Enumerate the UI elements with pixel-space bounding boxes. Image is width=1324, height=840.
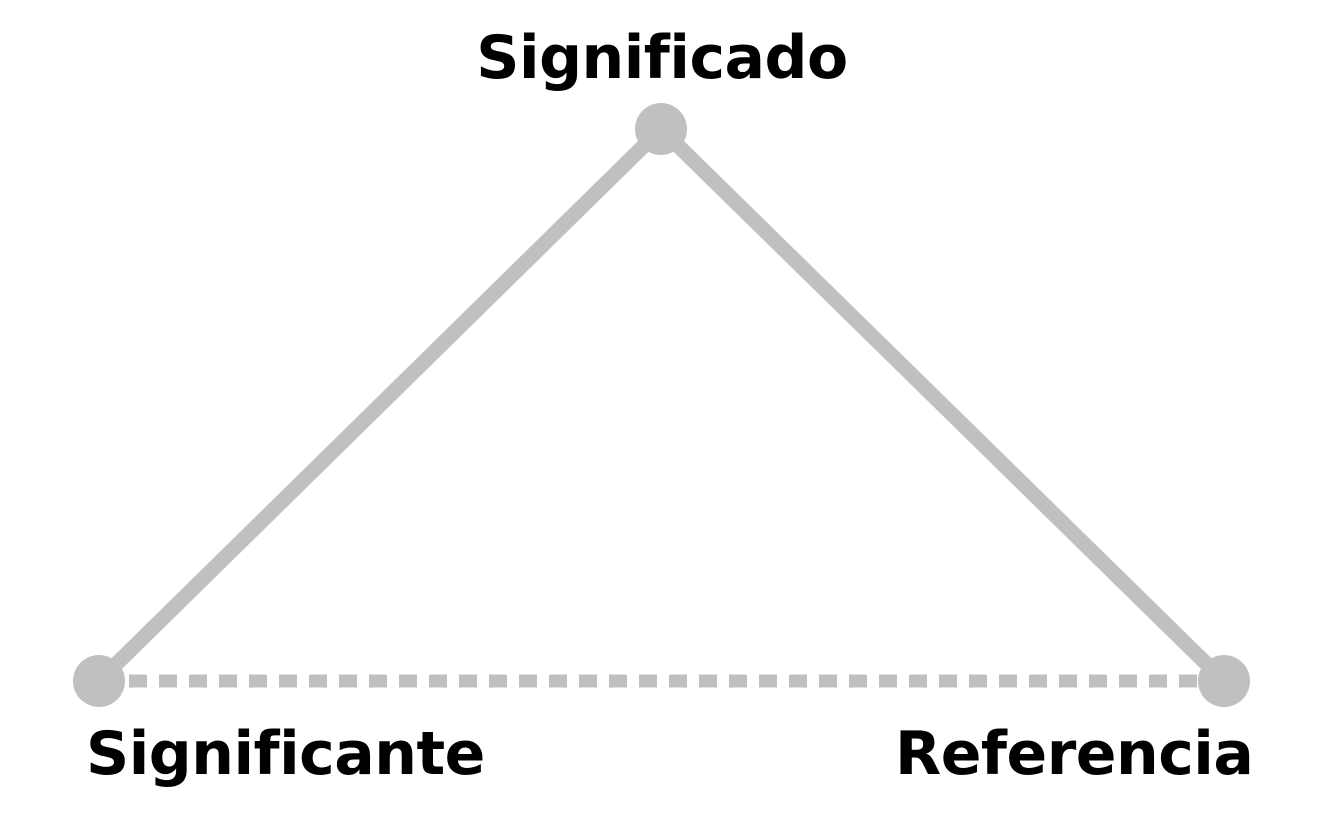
node-label-significado: Significado xyxy=(476,23,848,93)
node-referencia xyxy=(1198,655,1250,707)
node-significante xyxy=(73,655,125,707)
node-label-referencia: Referencia xyxy=(895,719,1254,789)
edge-significante-significado xyxy=(91,121,669,689)
node-significado xyxy=(635,103,687,155)
edge-significado-referencia xyxy=(653,121,1232,689)
node-label-significante: Significante xyxy=(86,719,485,789)
